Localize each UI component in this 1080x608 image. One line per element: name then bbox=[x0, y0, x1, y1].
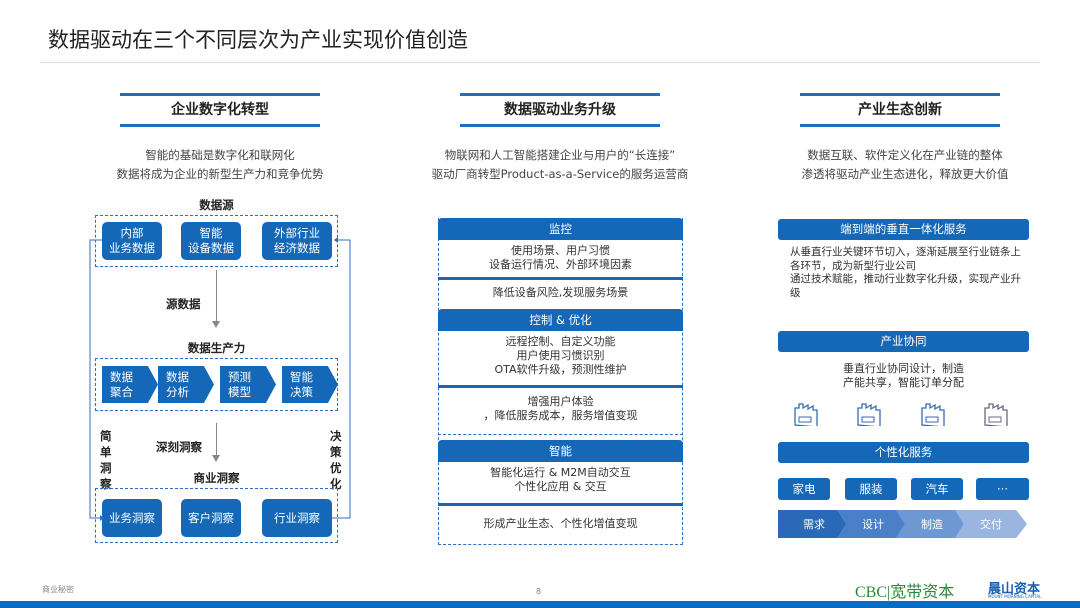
separator bbox=[438, 503, 683, 506]
divider bbox=[40, 62, 1040, 63]
vertical-service-text: 从垂直行业关键环节切入，逐渐延展至行业链条上各环节，成为新型行业公司 通过技术赋… bbox=[790, 246, 1021, 299]
insight-customer: 客户洞察 bbox=[181, 499, 241, 537]
mount-morning-logo-sub: MOUNT MORNING CAPITAL bbox=[988, 594, 1042, 599]
step-analyze: 数据 分析 bbox=[158, 366, 214, 403]
col2-sub-line1: 物联网和人工智能搭建企业与用户的“长连接” bbox=[444, 148, 676, 162]
section-monitor-detail: 使用场景、用户习惯 设备运行情况、外部环境因素 bbox=[489, 244, 632, 271]
insight-group bbox=[95, 488, 338, 543]
arrow-down-icon bbox=[212, 321, 220, 328]
vertical-service-header: 端到端的垂直一体化服务 bbox=[778, 219, 1029, 240]
col3-sub-line2: 渗透将驱动产业生态进化，释放更大价值 bbox=[801, 167, 1009, 181]
col3-subtitle: 数据互联、软件定义化在产业链的整体渗透将驱动产业生态进化，释放更大价值 bbox=[760, 146, 1050, 184]
feedback-arrows bbox=[89, 237, 351, 521]
separator bbox=[438, 277, 683, 280]
col1-subtitle: 智能的基础是数字化和联网化数据将成为企业的新型生产力和竞争优势 bbox=[80, 146, 360, 184]
personalized-header: 个性化服务 bbox=[778, 442, 1029, 463]
decision-opt-label: 决策优化 bbox=[330, 429, 342, 491]
factory-icon bbox=[857, 403, 881, 426]
col1-header: 企业数字化转型 bbox=[120, 93, 320, 127]
separator bbox=[438, 385, 683, 388]
arrow2-label: 深刻洞察 bbox=[156, 440, 202, 454]
step-aggregate: 数据 聚合 bbox=[102, 366, 158, 403]
page-number: 8 bbox=[536, 587, 542, 596]
section-smart-header: 智能 bbox=[438, 440, 683, 462]
simple-insight-label: 简单洞察 bbox=[100, 429, 112, 491]
industry-appliance: 家电 bbox=[778, 478, 830, 500]
col2-subtitle: 物联网和人工智能搭建企业与用户的“长连接” 驱动厂商转型Product-as-a-… bbox=[400, 146, 720, 184]
arrow-down-icon bbox=[212, 455, 220, 462]
industry-auto: 汽车 bbox=[911, 478, 963, 500]
arrow-line bbox=[216, 423, 217, 456]
flow-delivery: 交付 bbox=[955, 510, 1027, 538]
col1-sub-line1: 智能的基础是数字化和联网化 bbox=[145, 148, 295, 162]
productivity-label: 数据生产力 bbox=[187, 341, 246, 355]
section-monitor-value: 降低设备风险,发现服务场景 bbox=[492, 286, 629, 299]
arrow-line bbox=[216, 270, 217, 322]
flow-demand: 需求 bbox=[778, 510, 850, 538]
section-control-value: 增强用户体验 ，降低服务成本，服务增值变现 bbox=[483, 395, 638, 422]
flow-design: 设计 bbox=[837, 510, 909, 538]
data-source-label: 数据源 bbox=[199, 198, 234, 212]
section-control-detail: 远程控制、自定义功能 用户使用习惯识别 OTA软件升级，预测性维护 bbox=[494, 335, 627, 376]
source-external: 外部行业 经济数据 bbox=[262, 222, 332, 260]
collaboration-header: 产业协同 bbox=[778, 331, 1029, 352]
factory-icon bbox=[921, 403, 945, 426]
col2-sub-line2: 驱动厂商转型Product-as-a-Service的服务运营商 bbox=[431, 167, 689, 181]
factory-icon bbox=[984, 403, 1008, 426]
arrow1-label: 源数据 bbox=[166, 297, 201, 311]
col3-sub-line1: 数据互联、软件定义化在产业链的整体 bbox=[807, 148, 1003, 162]
source-internal: 内部 业务数据 bbox=[102, 222, 162, 260]
industry-apparel: 服装 bbox=[845, 478, 897, 500]
section-control-header: 控制 & 优化 bbox=[438, 309, 683, 331]
step-model: 预测 模型 bbox=[220, 366, 276, 403]
insight-business: 业务洞察 bbox=[102, 499, 162, 537]
flow-manufacture: 制造 bbox=[896, 510, 968, 538]
section-smart-detail: 智能化运行 & M2M自动交互 个性化应用 & 交互 bbox=[490, 466, 631, 493]
col2-header: 数据驱动业务升级 bbox=[460, 93, 660, 127]
insight-label: 商业洞察 bbox=[193, 471, 240, 485]
footer-band bbox=[0, 601, 1080, 608]
col3-header: 产业生态创新 bbox=[800, 93, 1000, 127]
confidential-label: 商业秘密 bbox=[42, 585, 74, 594]
source-device: 智能 设备数据 bbox=[181, 222, 241, 260]
col2-panel bbox=[438, 218, 683, 545]
collaboration-text: 垂直行业协同设计，制造 产能共享，智能订单分配 bbox=[843, 362, 964, 389]
industry-more: ··· bbox=[976, 478, 1029, 500]
factory-icon bbox=[794, 403, 818, 426]
mount-morning-logo: 晨山资本 bbox=[988, 582, 1041, 597]
divider bbox=[438, 434, 683, 435]
section-monitor-header: 监控 bbox=[438, 218, 683, 240]
step-decision: 智能 决策 bbox=[282, 366, 338, 403]
page-title: 数据驱动在三个不同层次为产业实现价值创造 bbox=[48, 28, 468, 52]
cbc-logo: CBC|宽带资本 bbox=[855, 584, 955, 601]
col1-sub-line2: 数据将成为企业的新型生产力和竞争优势 bbox=[116, 167, 324, 181]
insight-industry: 行业洞察 bbox=[262, 499, 332, 537]
section-smart-value: 形成产业生态、个性化增值变现 bbox=[483, 517, 638, 530]
